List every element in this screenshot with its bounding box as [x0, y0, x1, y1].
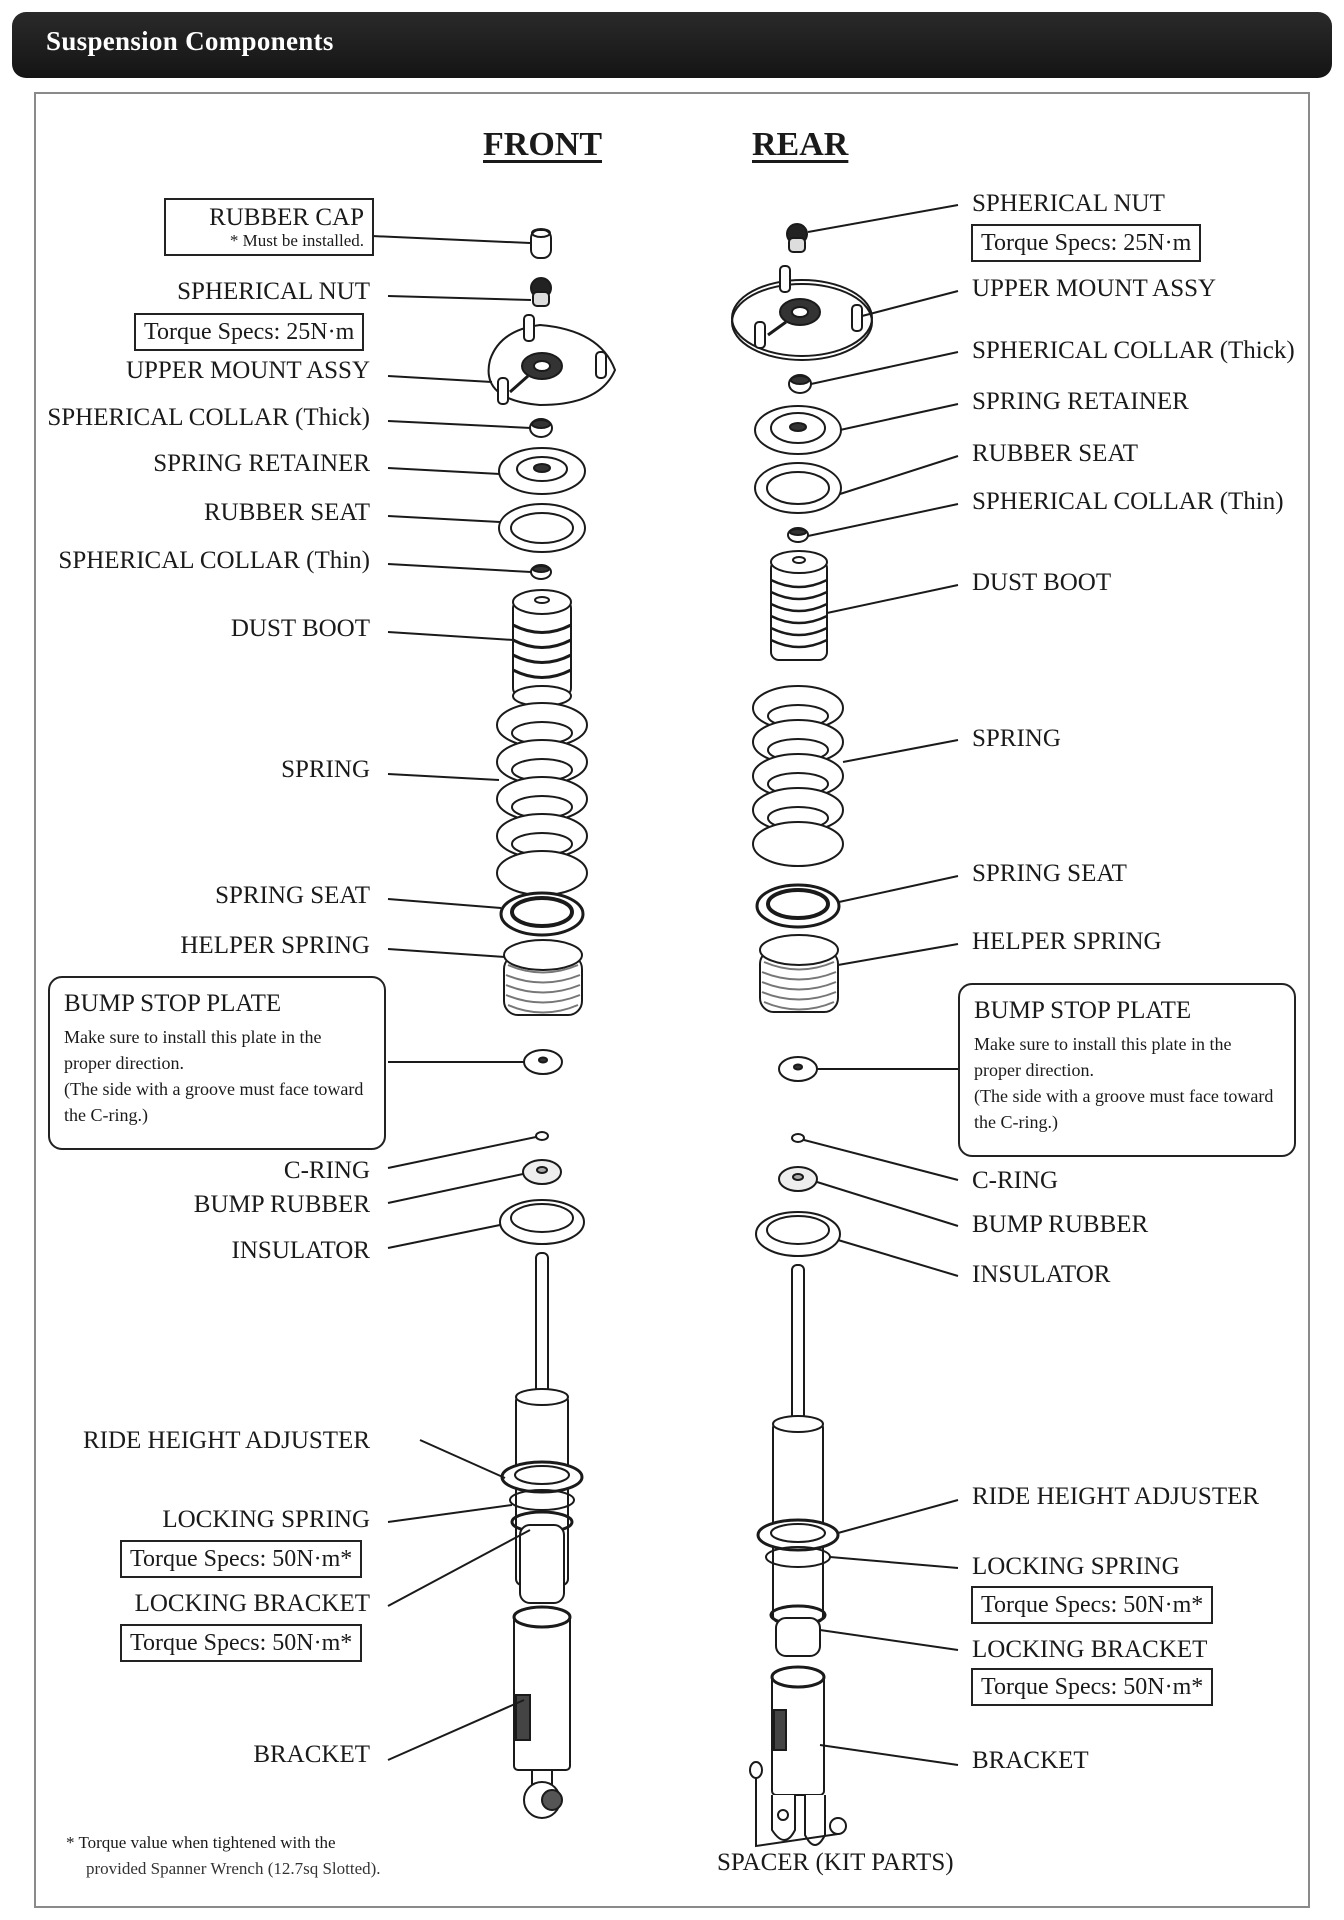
- front-collar-thick-label: SPHERICAL COLLAR (Thick): [47, 404, 370, 431]
- rear-bracket-label: BRACKET: [972, 1747, 1089, 1774]
- rear-locking-spring-label: LOCKING SPRING: [972, 1553, 1180, 1580]
- rear-spring-retainer: [754, 405, 842, 455]
- rear-spherical-nut-torque: Torque Specs: 25N·m: [971, 224, 1202, 263]
- front-bump-stop-plate-callout: BUMP STOP PLATE Make sure to install thi…: [48, 976, 386, 1150]
- rear-spherical-nut: [786, 223, 808, 253]
- front-spring-seat: [499, 891, 585, 937]
- front-bump-stop-plate-label: BUMP STOP PLATE: [64, 990, 282, 1017]
- section-title: Suspension Components: [46, 26, 334, 56]
- front-spring-seat-label: SPRING SEAT: [215, 882, 370, 909]
- front-spring-label: SPRING: [281, 756, 370, 783]
- front-bump-stop-plate-groove-note: (The side with a groove must face toward…: [64, 1078, 364, 1125]
- front-insulator: [499, 1199, 585, 1245]
- front-collar-thick: [529, 418, 553, 438]
- rear-helper-spring: [759, 934, 839, 1013]
- rear-rubber-seat-label: RUBBER SEAT: [972, 440, 1139, 467]
- rear-bump-stop-plate-instruction: Make sure to install this plate in the p…: [974, 1033, 1232, 1080]
- rear-ride-height-adjuster-label: RIDE HEIGHT ADJUSTER: [972, 1483, 1260, 1510]
- front-locking-spring-torque: Torque Specs: 50N·m*: [120, 1540, 363, 1579]
- rear-column-heading: REAR: [752, 126, 849, 163]
- rear-upper-mount: [731, 265, 873, 361]
- front-insulator-label: INSULATOR: [231, 1237, 370, 1264]
- front-c-ring-label: C-RING: [283, 1157, 370, 1184]
- rear-locking-bracket-torque: Torque Specs: 50N·m*: [971, 1668, 1214, 1707]
- rear-rubber-seat: [754, 462, 842, 514]
- rear-bump-rubber-label: BUMP RUBBER: [972, 1211, 1149, 1238]
- rear-spring-seat: [755, 883, 841, 929]
- front-rubber-seat-label: RUBBER SEAT: [203, 499, 370, 526]
- front-collar-thin: [530, 564, 552, 580]
- front-dust-boot: [512, 589, 572, 707]
- front-dust-boot-label: DUST BOOT: [230, 615, 370, 642]
- rear-helper-spring-label: HELPER SPRING: [972, 928, 1162, 955]
- rear-insulator-label: INSULATOR: [972, 1261, 1111, 1288]
- front-c-ring: [535, 1131, 549, 1141]
- rear-bump-stop-plate-callout: BUMP STOP PLATE Make sure to install thi…: [958, 983, 1296, 1157]
- front-bump-rubber: [522, 1159, 562, 1185]
- torque-footnote-line2: provided Spanner Wrench (12.7sq Slotted)…: [86, 1859, 381, 1879]
- front-ride-height-adjuster-label: RIDE HEIGHT ADJUSTER: [82, 1427, 370, 1454]
- rear-locking-spring-torque: Torque Specs: 50N·m*: [971, 1586, 1214, 1625]
- rear-spring-label: SPRING: [972, 725, 1061, 752]
- front-bump-rubber-label: BUMP RUBBER: [193, 1191, 370, 1218]
- front-bump-stop-plate: [523, 1049, 563, 1075]
- rear-collar-thin-label: SPHERICAL COLLAR (Thin): [972, 488, 1284, 515]
- front-locking-bracket-torque: Torque Specs: 50N·m*: [120, 1624, 363, 1663]
- front-upper-mount: [487, 314, 617, 407]
- rear-spring-retainer-label: SPRING RETAINER: [972, 388, 1189, 415]
- front-collar-thin-label: SPHERICAL COLLAR (Thin): [58, 547, 370, 574]
- front-rubber-seat: [498, 503, 586, 553]
- rear-collar-thick-label: SPHERICAL COLLAR (Thick): [972, 337, 1295, 364]
- rear-locking-bracket-label: LOCKING BRACKET: [972, 1636, 1208, 1663]
- rear-insulator: [755, 1211, 841, 1257]
- front-spherical-nut: [530, 277, 552, 307]
- front-spherical-nut-torque: Torque Specs: 25N·m: [134, 313, 365, 352]
- rear-spherical-nut-label: SPHERICAL NUT: [972, 190, 1165, 217]
- rear-bump-stop-plate-groove-note: (The side with a groove must face toward…: [974, 1085, 1274, 1132]
- rear-spring: [752, 685, 844, 867]
- rear-collar-thin: [787, 527, 809, 543]
- rear-upper-mount-label: UPPER MOUNT ASSY: [972, 275, 1217, 302]
- rear-dust-boot: [770, 550, 828, 661]
- torque-footnote: * Torque value when tightened with the p…: [66, 1830, 381, 1883]
- front-rubber-cap-callout: RUBBER CAP * Must be installed.: [164, 198, 374, 257]
- front-rubber-cap: [530, 228, 552, 259]
- front-spring: [496, 702, 588, 896]
- front-helper-spring: [503, 939, 583, 1016]
- front-rubber-cap-label: RUBBER CAP: [209, 204, 364, 231]
- section-header-bar: Suspension Components: [12, 12, 1332, 78]
- torque-footnote-line1: * Torque value when tightened with the: [66, 1833, 336, 1852]
- rear-collar-thick: [788, 374, 812, 394]
- front-bracket-label: BRACKET: [253, 1741, 370, 1768]
- rear-bump-stop-plate: [778, 1056, 818, 1082]
- front-helper-spring-label: HELPER SPRING: [180, 932, 370, 959]
- rear-damper: [749, 1264, 847, 1846]
- front-locking-bracket-label: LOCKING BRACKET: [134, 1590, 370, 1617]
- front-column-heading: FRONT: [483, 126, 602, 163]
- rear-spring-seat-label: SPRING SEAT: [972, 860, 1127, 887]
- rear-dust-boot-label: DUST BOOT: [972, 569, 1112, 596]
- front-locking-spring-label: LOCKING SPRING: [162, 1506, 370, 1533]
- rear-bump-stop-plate-label: BUMP STOP PLATE: [974, 997, 1192, 1024]
- rear-spacer-label: SPACER (KIT PARTS): [717, 1849, 954, 1876]
- front-damper: [500, 1252, 584, 1819]
- front-spring-retainer: [498, 447, 586, 495]
- rear-c-ring-label: C-RING: [972, 1167, 1059, 1194]
- front-bump-stop-plate-instruction: Make sure to install this plate in the p…: [64, 1026, 322, 1073]
- rear-bump-rubber: [778, 1166, 818, 1192]
- rear-c-ring: [791, 1133, 805, 1143]
- front-spherical-nut-label: SPHERICAL NUT: [177, 278, 370, 305]
- front-spring-retainer-label: SPRING RETAINER: [153, 450, 370, 477]
- front-upper-mount-label: UPPER MOUNT ASSY: [125, 357, 370, 384]
- front-rubber-cap-note: * Must be installed.: [229, 230, 364, 250]
